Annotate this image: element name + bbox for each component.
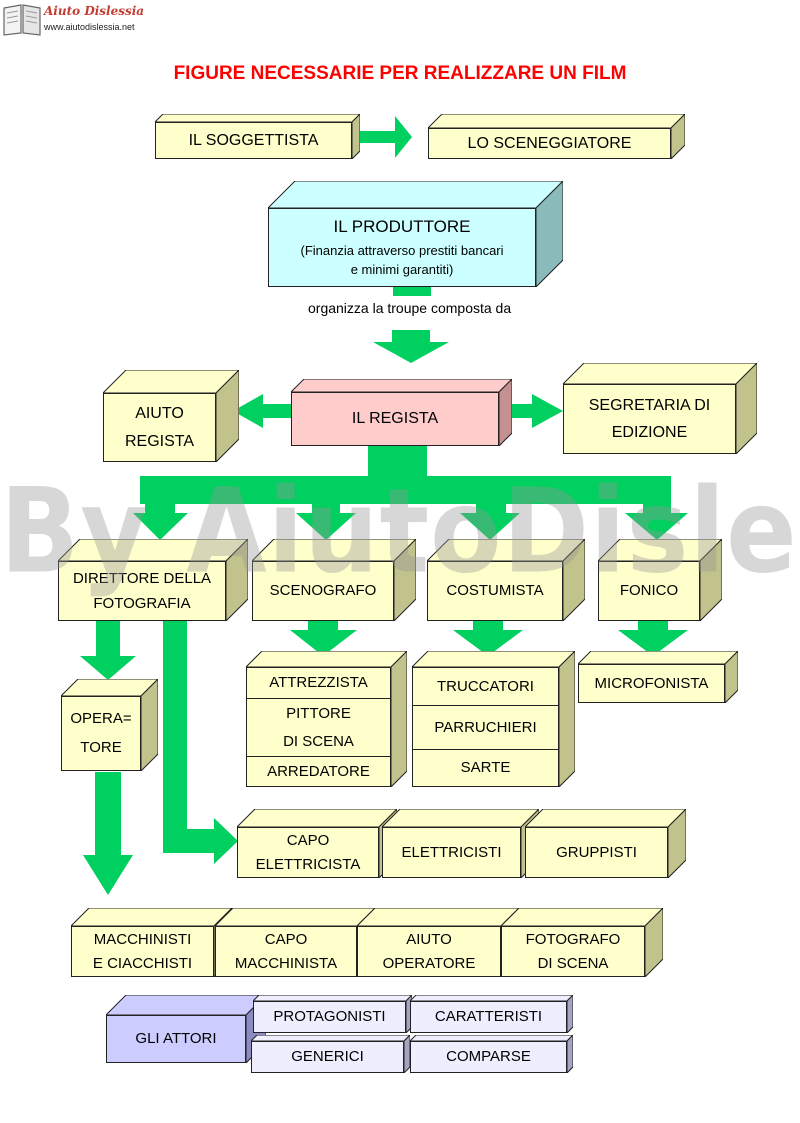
arrow-to-microfonista: [618, 620, 688, 656]
caratteristi-label: CARATTERISTI: [434, 1008, 543, 1026]
operatore-line2: TORE: [80, 738, 122, 756]
box-costumista: COSTUMISTA: [427, 539, 585, 621]
arrow-to-regista: [373, 330, 449, 363]
macchinisti-line1: MACCHINISTI: [93, 930, 192, 948]
pittore-line2: DI SCENA: [283, 732, 354, 750]
regista-label: IL REGISTA: [351, 410, 439, 428]
box-caratteristi: CARATTERISTI: [410, 995, 573, 1033]
produttore-title: IL PRODUTTORE: [333, 217, 471, 237]
box-scenografo-team: ATTREZZISTA PITTORE DI SCENA ARREDATORE: [246, 651, 407, 787]
direttore-line2: FOTOGRAFIA: [93, 595, 191, 612]
arrow-to-aiuto-regista: [233, 394, 291, 428]
arrow-to-operatore: [80, 620, 136, 680]
capo-macchinista-line2: MACCHINISTA: [234, 954, 338, 972]
box-capo-macchinista: CAPO MACCHINISTA: [215, 908, 375, 977]
segretaria-line2: EDIZIONE: [611, 424, 688, 441]
box-regista: IL REGISTA: [291, 379, 512, 446]
direttore-line1: DIRETTORE DELLA: [72, 569, 212, 587]
generici-label: GENERICI: [291, 1048, 364, 1066]
parruchieri-label: PARRUCHIERI: [434, 718, 537, 736]
box-soggettista: IL SOGGETTISTA: [155, 114, 360, 159]
box-microfonista: MICROFONISTA: [578, 651, 738, 703]
book-logo-icon: [3, 4, 41, 36]
sceneggiatore-label: LO SCENEGGIATORE: [467, 134, 632, 152]
arrow-to-fonico: [625, 504, 688, 540]
elettricisti-label: ELETTRICISTI: [401, 843, 502, 861]
arrow-to-segretaria: [503, 394, 563, 428]
connector-produttore: [393, 286, 431, 296]
aiuto-operatore-line2: OPERATORE: [382, 954, 476, 972]
truccatori-label: TRUCCATORI: [437, 677, 534, 695]
box-sceneggiatore: LO SCENEGGIATORE: [428, 114, 685, 159]
fonico-label: FONICO: [619, 582, 679, 600]
site-logo[interactable]: Aiuto Dislessia www.aiutodislessia.net: [2, 2, 152, 36]
scenografo-label: SCENOGRAFO: [269, 582, 377, 600]
arrow-to-costumista: [460, 504, 520, 540]
connector-regista-stem: [368, 446, 427, 477]
arrow-soggettista-to-sceneggiatore: [352, 116, 412, 158]
connector-crossbar: [140, 476, 671, 504]
aiuto-regista-line1: AIUTO: [135, 405, 184, 423]
box-aiuto-regista: AIUTO REGISTA: [103, 370, 239, 462]
capo-elettricista-line2: ELETTRICISTA: [255, 855, 361, 873]
box-comparse: COMPARSE: [410, 1035, 573, 1073]
microfonista-label: MICROFONISTA: [594, 674, 709, 692]
capo-elettricista-line1: CAPO: [286, 831, 330, 849]
segretaria-line1: SEGRETARIA DI: [588, 396, 711, 414]
protagonisti-label: PROTAGONISTI: [273, 1008, 386, 1026]
box-capo-elettricista: CAPO ELETTRICISTA: [237, 809, 397, 878]
attori-label: GLI ATTORI: [135, 1030, 217, 1048]
box-macchinisti: MACCHINISTI E CIACCHISTI: [71, 908, 232, 977]
soggettista-label: IL SOGGETTISTA: [188, 131, 319, 149]
pittore-line1: PITTORE: [286, 705, 351, 723]
box-fotografo-scena: FOTOGRAFO DI SCENA: [501, 908, 663, 977]
arrow-to-costumista-team: [453, 620, 523, 656]
box-produttore: IL PRODUTTORE (Finanzia attraverso prest…: [268, 181, 563, 287]
fotografo-line1: FOTOGRAFO: [525, 930, 621, 948]
box-attori: GLI ATTORI: [106, 995, 266, 1063]
box-costumista-team: TRUCCATORI PARRUCHIERI SARTE: [412, 651, 575, 787]
arrow-to-scenografo-team: [290, 620, 357, 656]
logo-title: Aiuto Dislessia: [44, 4, 145, 18]
aiuto-regista-line2: REGISTA: [124, 432, 195, 450]
capo-macchinista-line1: CAPO: [264, 930, 308, 948]
arrow-to-direttore: [133, 504, 188, 540]
macchinisti-line2: E CIACCHISTI: [92, 954, 193, 972]
produttore-note-line2: e minimi garantiti): [350, 261, 454, 277]
troupe-caption: organizza la troupe composta da: [308, 300, 512, 316]
gruppisti-label: GRUPPISTI: [556, 843, 637, 861]
aiuto-operatore-line1: AIUTO: [406, 930, 452, 948]
produttore-note-line1: (Finanzia attraverso prestiti bancari: [300, 242, 504, 258]
operatore-line1: OPERA=: [70, 710, 132, 727]
page-title: FIGURE NECESSARIE PER REALIZZARE UN FILM: [173, 63, 627, 84]
box-generici: GENERICI: [251, 1035, 410, 1073]
arrow-to-scenografo: [296, 504, 356, 540]
box-direttore-fotografia: DIRETTORE DELLA FOTOGRAFIA: [58, 539, 248, 621]
box-operatore: OPERA= TORE: [61, 679, 158, 771]
box-aiuto-operatore: AIUTO OPERATORE: [357, 908, 519, 977]
box-elettricisti: ELETTRICISTI: [382, 809, 539, 878]
arrow-to-capo-elettricista: [163, 620, 238, 864]
arrow-to-macchinisti: [83, 772, 133, 895]
box-protagonisti: PROTAGONISTI: [253, 995, 412, 1033]
attrezzista-label: ATTREZZISTA: [269, 674, 368, 692]
box-scenografo: SCENOGRAFO: [252, 539, 416, 621]
logo-url: www.aiutodislessia.net: [44, 22, 135, 32]
box-fonico: FONICO: [598, 539, 722, 621]
arredatore-label: ARREDATORE: [267, 762, 370, 780]
comparse-label: COMPARSE: [446, 1048, 531, 1066]
sarte-label: SARTE: [460, 759, 511, 777]
box-gruppisti: GRUPPISTI: [525, 809, 686, 878]
costumista-label: COSTUMISTA: [446, 582, 544, 600]
fotografo-line2: DI SCENA: [537, 954, 609, 972]
box-segretaria: SEGRETARIA DI EDIZIONE: [563, 363, 757, 454]
